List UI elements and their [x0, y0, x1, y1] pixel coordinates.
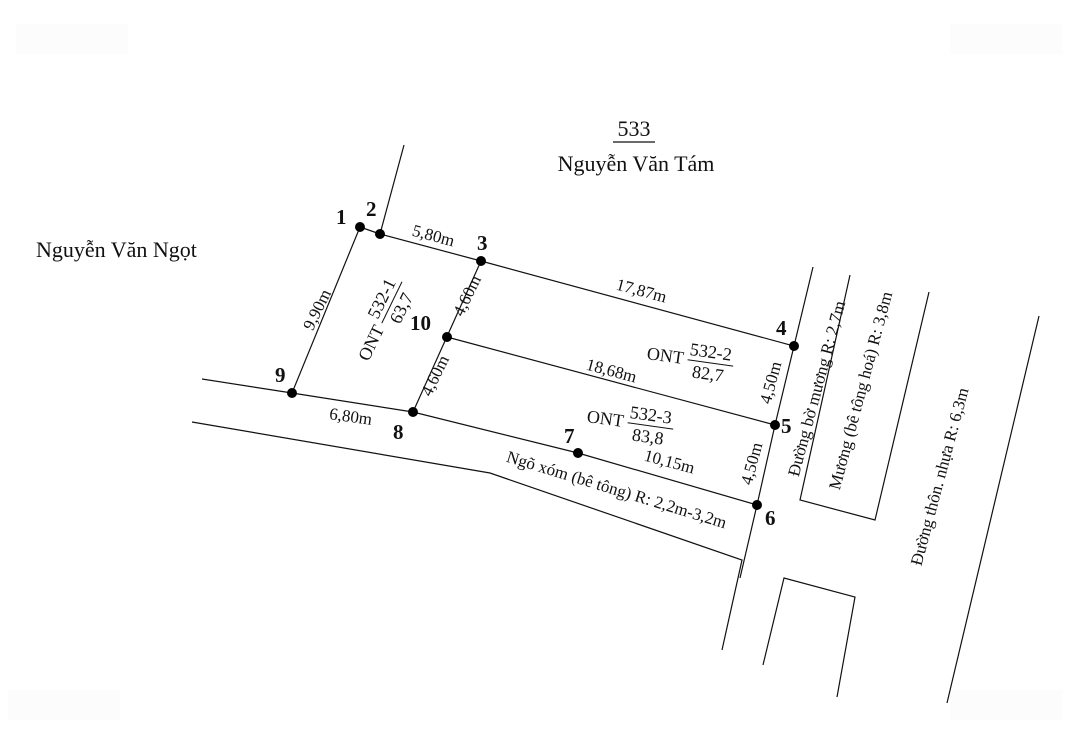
neighbor-north: 533 Nguyễn Văn Tám — [558, 116, 715, 176]
point-label-5: 5 — [781, 414, 792, 438]
point-label-7: 7 — [564, 424, 575, 448]
canal-path-edge-1 — [793, 266, 814, 347]
dimension-label: 9,90m — [299, 286, 335, 333]
parcel-area: 83,8 — [631, 425, 665, 449]
point-label-4: 4 — [776, 316, 787, 340]
dimension-label: 5,80m — [410, 221, 456, 250]
point-label-3: 3 — [477, 231, 488, 255]
parcel-fraction-bar — [627, 422, 674, 430]
survey-point-5 — [770, 420, 780, 430]
parcel-fraction-bar — [687, 359, 734, 367]
parcel-land-type: ONT — [586, 406, 625, 431]
survey-point-6 — [752, 500, 762, 510]
dimension-label: 18,68m — [584, 355, 639, 387]
parcel-land-type: ONT — [646, 343, 685, 368]
survey-point-1 — [355, 222, 365, 232]
neighbor-west-owner: Nguyễn Văn Ngọt — [36, 237, 197, 262]
canal-edge — [799, 274, 930, 521]
lane-edge-lower — [191, 421, 743, 651]
dimension-label: 17,87m — [614, 275, 669, 307]
survey-point-7 — [573, 448, 583, 458]
point-label-1: 1 — [336, 205, 347, 229]
point-label-10: 10 — [410, 311, 431, 335]
parcel-boundary — [291, 226, 795, 506]
dimension-label: 4,60m — [449, 272, 485, 319]
point-label-9: 9 — [275, 363, 286, 387]
survey-point-10 — [442, 332, 452, 342]
corner-shade-bottom-left — [8, 690, 120, 720]
survey-point-4 — [789, 341, 799, 351]
parcel-land-type: ONT — [354, 322, 388, 364]
neighbor-boundary-north — [379, 144, 405, 235]
survey-point-3 — [476, 256, 486, 266]
corner-shade-bottom-right — [950, 690, 1062, 720]
village-road-edge — [946, 315, 1040, 704]
survey-point-9 — [287, 388, 297, 398]
dimension-label: 10,15m — [642, 446, 697, 478]
neighbor-north-owner: Nguyễn Văn Tám — [558, 151, 715, 176]
dimension-label: 4,50m — [737, 440, 766, 486]
parcel-area: 82,7 — [691, 362, 725, 386]
junction-edge — [762, 577, 856, 698]
dimension-label: 4,60m — [417, 352, 453, 399]
corner-shade-top-left — [16, 24, 128, 54]
survey-point-2 — [375, 229, 385, 239]
dimension-label: 6,80m — [328, 404, 373, 429]
parcel-fraction-bar — [381, 281, 403, 324]
point-label-2: 2 — [366, 197, 377, 221]
neighbor-north-parcel-number: 533 — [618, 116, 651, 141]
point-label-8: 8 — [393, 420, 404, 444]
lane-edge-upper — [201, 378, 293, 394]
canal-path-edge-1-lower — [739, 504, 758, 579]
corner-shade-top-right — [950, 24, 1062, 54]
division-10-5 — [446, 336, 776, 426]
point-label-6: 6 — [765, 506, 776, 530]
survey-point-8 — [408, 407, 418, 417]
road-label: Đường thôn. nhựa R: 6,3m — [907, 386, 973, 568]
